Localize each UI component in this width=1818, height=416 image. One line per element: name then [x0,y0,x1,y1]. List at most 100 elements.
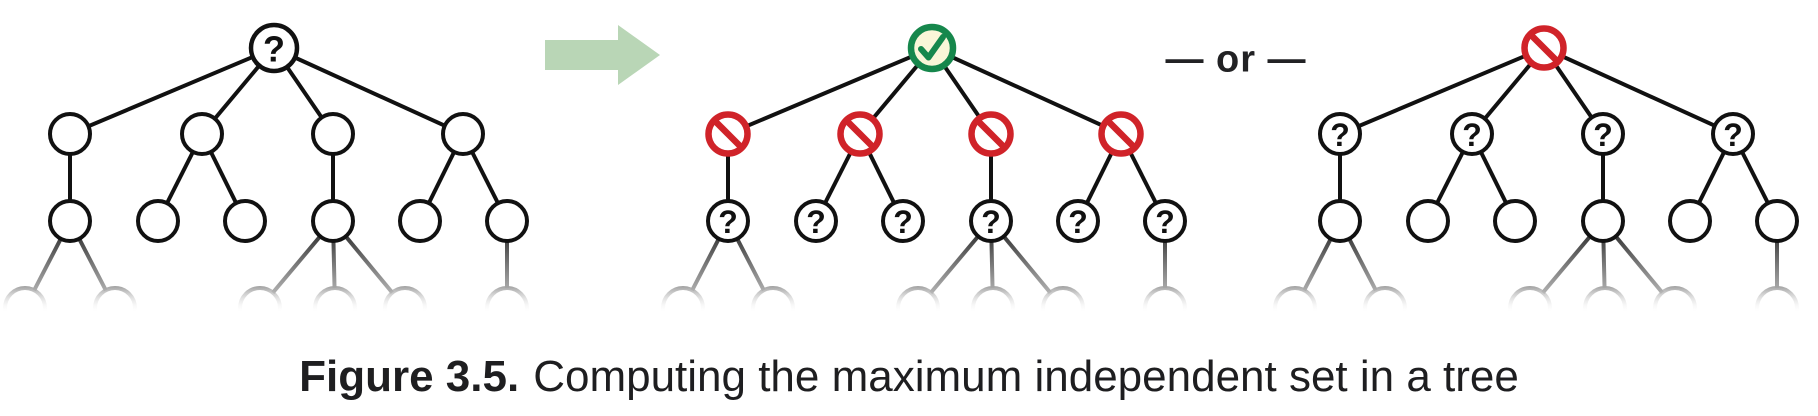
node-circle [1668,199,1712,243]
node-plain [1318,199,1362,243]
faded-node [1583,286,1627,330]
faded-node [1273,286,1317,330]
question-mark: ? [981,204,1001,240]
node-circle [706,199,750,243]
no-entry-slash [975,118,1007,150]
node-circle [1493,199,1537,243]
faded-node [1041,286,1085,330]
node-circle [1711,112,1755,156]
node-circle [248,22,300,74]
node-question: ? [1450,112,1494,156]
node-plain [1755,199,1799,243]
faded-node [93,286,137,330]
tree-root-in-set: ?????? [661,23,1187,330]
node-circle [1450,112,1494,156]
no-entry-slash [1105,118,1137,150]
node-question: ? [969,199,1013,243]
node-plain [311,112,355,156]
node-circle [485,199,529,243]
faded-node [1653,286,1697,330]
checkmark-glyph [918,34,946,61]
node-question: ? [1318,112,1362,156]
node-circle [1143,199,1187,243]
no-entry-slash [844,118,876,150]
question-mark: ? [1723,117,1743,153]
question-mark: ? [263,29,285,70]
faded-node [971,286,1015,330]
node-question: ? [881,199,925,243]
tree-diagram: ??????????? [3,22,1799,330]
node-plain [1668,199,1712,243]
faded-node [1508,286,1552,330]
node-plain [1406,199,1450,243]
node-plain [441,112,485,156]
node-check [907,23,957,73]
faded-node [896,286,940,330]
faded-node [1363,286,1407,330]
tree-edge [273,46,464,136]
node-circle [1318,199,1362,243]
node-circle [1318,112,1362,156]
node-plain [1493,199,1537,243]
node-circle [311,112,355,156]
node-no [968,111,1014,157]
node-plain [398,199,442,243]
or-separator: — or — [1165,38,1307,81]
faded-node [313,286,357,330]
caption-label: Figure 3.5. [299,352,520,401]
node-question: ? [1581,112,1625,156]
node-plain [136,199,180,243]
question-mark: ? [718,204,738,240]
node-plain [1581,199,1625,243]
question-mark: ? [893,204,913,240]
tree-root-excluded: ???? [1273,25,1799,330]
node-no [837,111,883,157]
node-circle [223,199,267,243]
tree-diagram-svg: ??????????? [3,22,1799,330]
tree-edge [1339,46,1545,136]
node-circle [1581,199,1625,243]
arrow-right-icon [545,25,660,85]
node-circle [794,199,838,243]
node-no [1521,25,1567,71]
node-circle [881,199,925,243]
node-no [705,111,751,157]
question-mark: ? [806,204,826,240]
node-question: ? [1143,199,1187,243]
node-plain [311,199,355,243]
no-entry-slash [712,118,744,150]
faded-node [485,286,529,330]
node-no [1098,111,1144,157]
node-plain [485,199,529,243]
node-plain [48,112,92,156]
node-circle [398,199,442,243]
node-circle [136,199,180,243]
tree-edge [727,46,933,136]
faded-node [751,286,795,330]
question-mark: ? [1330,117,1350,153]
question-mark: ? [1462,117,1482,153]
node-question: ? [794,199,838,243]
node-circle [311,199,355,243]
node-circle [180,112,224,156]
node-circle [48,112,92,156]
figure-caption: Figure 3.5. Computing the maximum indepen… [0,352,1818,401]
question-mark: ? [1593,117,1613,153]
faded-node [3,286,47,330]
caption-text: Computing the maximum independent set in… [533,352,1519,401]
no-entry-slash [1528,32,1560,64]
faded-node [661,286,705,330]
node-circle [1755,199,1799,243]
node-plain [223,199,267,243]
node-circle [1056,199,1100,243]
faded-node [1755,286,1799,330]
question-mark: ? [1068,204,1088,240]
node-question: ? [706,199,750,243]
tree-edge [931,46,1122,136]
faded-node [238,286,282,330]
node-circle [1581,112,1625,156]
question-mark: ? [1155,204,1175,240]
node-circle [1406,199,1450,243]
node-question: ? [1056,199,1100,243]
